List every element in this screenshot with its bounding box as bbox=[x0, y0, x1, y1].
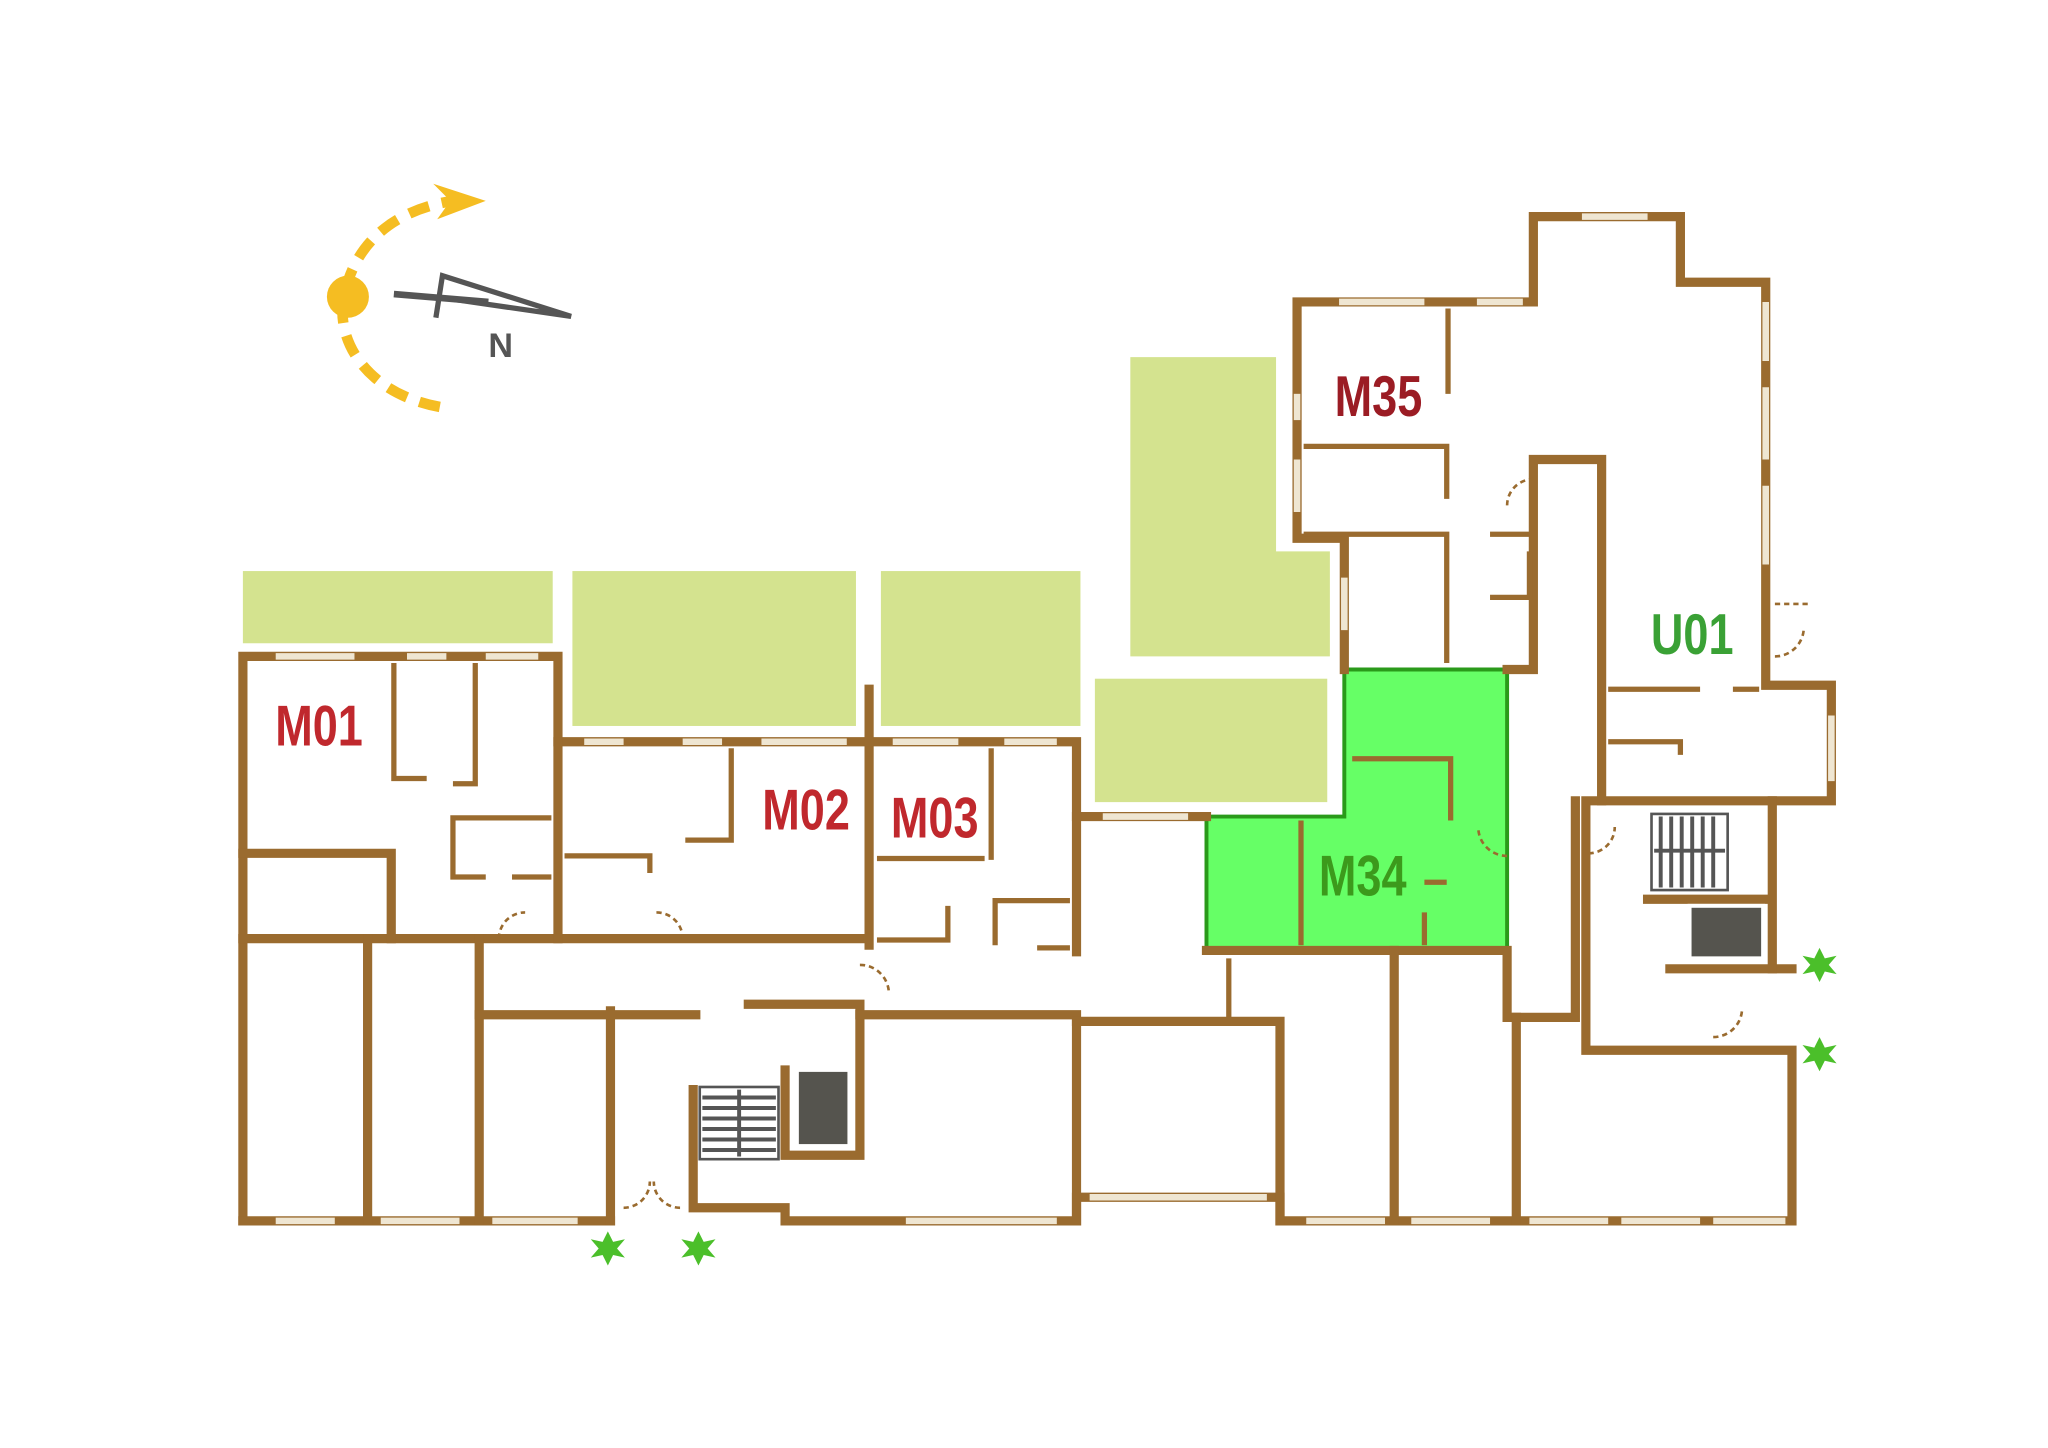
unit-label-u01[interactable]: U01 bbox=[1651, 601, 1734, 666]
unit-label-m01[interactable]: M01 bbox=[275, 693, 363, 758]
north-label: N bbox=[488, 327, 513, 365]
unit-label-m34[interactable]: M34 bbox=[1319, 843, 1407, 908]
terrace bbox=[880, 571, 1081, 726]
interior-walls bbox=[391, 308, 1760, 1018]
doors bbox=[497, 477, 1810, 1210]
windows bbox=[275, 213, 1835, 1225]
north-arrow-icon: N bbox=[393, 272, 572, 365]
terrace bbox=[572, 571, 856, 726]
unit-label-m35[interactable]: M35 bbox=[1335, 364, 1423, 429]
entrance-star-icon bbox=[590, 947, 1837, 1266]
terraces bbox=[242, 357, 1330, 803]
unit-label-m02[interactable]: M02 bbox=[762, 777, 850, 842]
elevator-icon bbox=[794, 1067, 852, 1149]
elevator-icon bbox=[1687, 903, 1766, 961]
terrace bbox=[1130, 357, 1330, 657]
stairs-icon bbox=[698, 812, 1729, 1161]
terrace bbox=[1094, 678, 1328, 803]
sun-path-icon bbox=[326, 183, 486, 413]
unit-label-m03[interactable]: M03 bbox=[891, 785, 979, 850]
terrace bbox=[242, 571, 553, 644]
